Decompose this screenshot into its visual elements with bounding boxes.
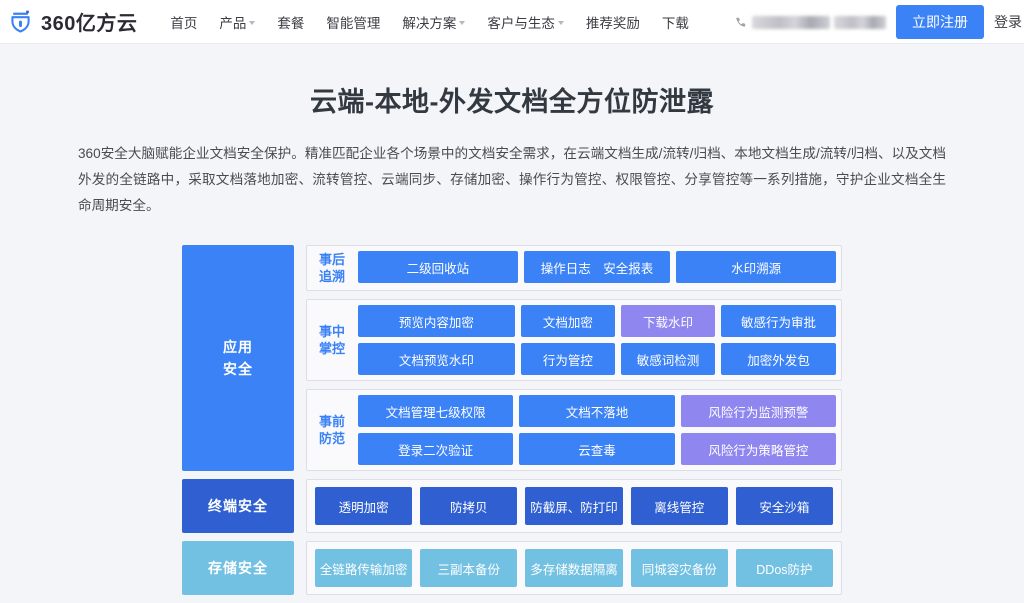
contact-phone-redacted: [735, 15, 886, 29]
chip-anti-copy[interactable]: 防拷贝: [420, 487, 518, 525]
group-label-line2: 追溯: [318, 269, 345, 284]
nav-item-download[interactable]: 下载: [651, 0, 700, 44]
chip-transparent-encryption[interactable]: 透明加密: [315, 487, 413, 525]
chip-sensitive-word-detection[interactable]: 敏感词检测: [620, 343, 715, 375]
chip-document-seven-level-permissions[interactable]: 文档管理七级权限: [358, 395, 514, 427]
nav-label: 下载: [661, 15, 689, 31]
chip-login-two-factor-verification[interactable]: 登录二次验证: [358, 433, 514, 465]
chip-watermark-tracing[interactable]: 水印溯源: [676, 251, 836, 283]
page-description: 360安全大脑赋能企业文档安全保护。精准匹配企业各个场景中的文档安全需求，在云端…: [78, 146, 946, 213]
nav-label: 产品: [219, 15, 247, 31]
nav-item-home[interactable]: 首页: [159, 0, 208, 44]
group-grid: 二级回收站 操作日志 安全报表 水印溯源: [358, 251, 836, 285]
grid-line: 文档管理七级权限 文档不落地 风险行为监测预警: [358, 395, 836, 427]
chip-full-link-transmission-encryption[interactable]: 全链路传输加密: [315, 549, 413, 587]
chip-cloud-antivirus[interactable]: 云查毒: [519, 433, 675, 465]
group-label-line1: 事后: [318, 252, 345, 267]
group-label-line1: 事中: [318, 324, 345, 339]
group-grid: 文档管理七级权限 文档不落地 风险行为监测预警 登录二次验证 云查毒 风险行为策…: [358, 395, 836, 465]
chip-security-sandbox[interactable]: 安全沙箱: [735, 487, 834, 525]
group-grid: 预览内容加密 文档加密 下载水印 敏感行为审批 文档预览水印 行为管控 敏感词检…: [358, 305, 836, 375]
chip-offline-control[interactable]: 离线管控: [630, 487, 728, 525]
nav-label: 客户与生态: [487, 15, 555, 31]
terminal-security-chips: 透明加密 防拷贝 防截屏、防打印 离线管控 安全沙箱: [306, 479, 842, 533]
side-label-storage-security: 存储安全: [182, 541, 294, 595]
chip-behavior-control[interactable]: 行为管控: [520, 343, 615, 375]
chip-encrypted-outgoing-package[interactable]: 加密外发包: [721, 343, 836, 375]
chip-document-encryption[interactable]: 文档加密: [520, 305, 615, 337]
nav-label: 智能管理: [326, 15, 381, 31]
nav-item-smart-management[interactable]: 智能管理: [315, 0, 391, 44]
chip-download-watermark[interactable]: 下载水印: [620, 305, 715, 337]
group-label-line2: 防范: [318, 431, 345, 446]
chip-three-replica-backup[interactable]: 三副本备份: [420, 549, 518, 587]
chevron-down-icon: [249, 20, 256, 25]
redacted-phone-part-1: [752, 15, 830, 29]
chip-preview-content-encryption[interactable]: 预览内容加密: [358, 305, 515, 337]
chip-risk-behavior-policy-control[interactable]: 风险行为策略管控: [680, 433, 836, 465]
grid-line: 登录二次验证 云查毒 风险行为策略管控: [358, 433, 836, 465]
nav-label: 解决方案: [402, 15, 457, 31]
nav-label: 首页: [170, 15, 198, 31]
chip-no-local-landing[interactable]: 文档不落地: [519, 395, 675, 427]
chip-risk-behavior-monitoring-alert[interactable]: 风险行为监测预警: [680, 395, 836, 427]
group-label-post-incident-tracing: 事后 追溯: [312, 251, 352, 285]
chip-same-city-disaster-recovery-backup[interactable]: 同城容灾备份: [630, 549, 728, 587]
phone-icon: [735, 16, 748, 29]
page-title: 云端-本地-外发文档全方位防泄露: [310, 87, 714, 117]
brand-logo[interactable]: 360亿方云: [0, 7, 137, 36]
group-post-incident-tracing: 事后 追溯 二级回收站 操作日志 安全报表 水印溯源: [306, 245, 842, 291]
group-pre-incident-prevention: 事前 防范 文档管理七级权限 文档不落地 风险行为监测预警 登录二次验证 云查毒: [306, 389, 842, 471]
nav-label: 推荐奖励: [585, 15, 640, 31]
chip-sensitive-behavior-approval[interactable]: 敏感行为审批: [721, 305, 836, 337]
chip-document-preview-watermark[interactable]: 文档预览水印: [358, 343, 515, 375]
nav-item-referral-rewards[interactable]: 推荐奖励: [575, 0, 651, 44]
chevron-down-icon: [557, 20, 564, 25]
nav-item-customers-ecosystem[interactable]: 客户与生态: [476, 0, 575, 44]
group-label-in-process-control: 事中 掌控: [312, 305, 352, 375]
application-security-groups: 事后 追溯 二级回收站 操作日志 安全报表 水印溯源: [306, 245, 842, 471]
login-button[interactable]: 登录: [994, 14, 1022, 30]
chevron-down-icon: [459, 20, 466, 25]
row-terminal-security: 终端安全 透明加密 防拷贝 防截屏、防打印 离线管控 安全沙箱: [182, 479, 842, 533]
side-label-line2: 安全: [223, 361, 253, 377]
side-label-application-security: 应用 安全: [182, 245, 294, 471]
grid-line: 预览内容加密 文档加密 下载水印 敏感行为审批: [358, 305, 836, 337]
nav-item-products[interactable]: 产品: [208, 0, 266, 44]
grid-line: 文档预览水印 行为管控 敏感词检测 加密外发包: [358, 343, 836, 375]
nav-right-actions: 立即注册 登录: [735, 0, 1024, 44]
side-label-line1: 应用: [223, 339, 253, 355]
side-label-terminal-security: 终端安全: [182, 479, 294, 533]
top-navbar: 360亿方云 首页 产品 套餐 智能管理 解决方案 客户与生态 推荐奖励 下载: [0, 0, 1024, 44]
group-label-line1: 事前: [318, 414, 345, 429]
chip-anti-screenshot-anti-print[interactable]: 防截屏、防打印: [525, 487, 623, 525]
group-label-pre-incident-prevention: 事前 防范: [312, 395, 352, 465]
chip-secondary-recycle-bin[interactable]: 二级回收站: [358, 251, 518, 283]
page-content: 云端-本地-外发文档全方位防泄露 360安全大脑赋能企业文档安全保护。精准匹配企…: [0, 80, 1024, 595]
nav-label: 套餐: [277, 15, 305, 31]
chip-ddos-protection[interactable]: DDos防护: [735, 549, 834, 587]
shield-cloud-logo-icon: [8, 9, 34, 35]
group-label-line2: 掌控: [318, 341, 345, 356]
chip-operation-log-security-report[interactable]: 操作日志 安全报表: [523, 251, 671, 283]
row-storage-security: 存储安全 全链路传输加密 三副本备份 多存储数据隔离 同城容灾备份 DDos防护: [182, 541, 842, 595]
group-in-process-control: 事中 掌控 预览内容加密 文档加密 下载水印 敏感行为审批 文档预览水印: [306, 299, 842, 381]
chip-multi-storage-data-isolation[interactable]: 多存储数据隔离: [525, 549, 623, 587]
row-application-security: 应用 安全 事后 追溯 二级回收站 操: [182, 245, 842, 471]
brand-name: 360亿方云: [41, 13, 138, 35]
security-architecture-diagram: 应用 安全 事后 追溯 二级回收站 操: [182, 245, 842, 595]
main-nav: 首页 产品 套餐 智能管理 解决方案 客户与生态 推荐奖励 下载: [159, 0, 700, 44]
redacted-phone-part-2: [834, 15, 886, 29]
grid-line: 二级回收站 操作日志 安全报表 水印溯源: [358, 251, 836, 283]
nav-item-solutions[interactable]: 解决方案: [391, 0, 476, 44]
nav-item-packages[interactable]: 套餐: [266, 0, 315, 44]
register-button[interactable]: 立即注册: [896, 5, 984, 39]
storage-security-chips: 全链路传输加密 三副本备份 多存储数据隔离 同城容灾备份 DDos防护: [306, 541, 842, 595]
